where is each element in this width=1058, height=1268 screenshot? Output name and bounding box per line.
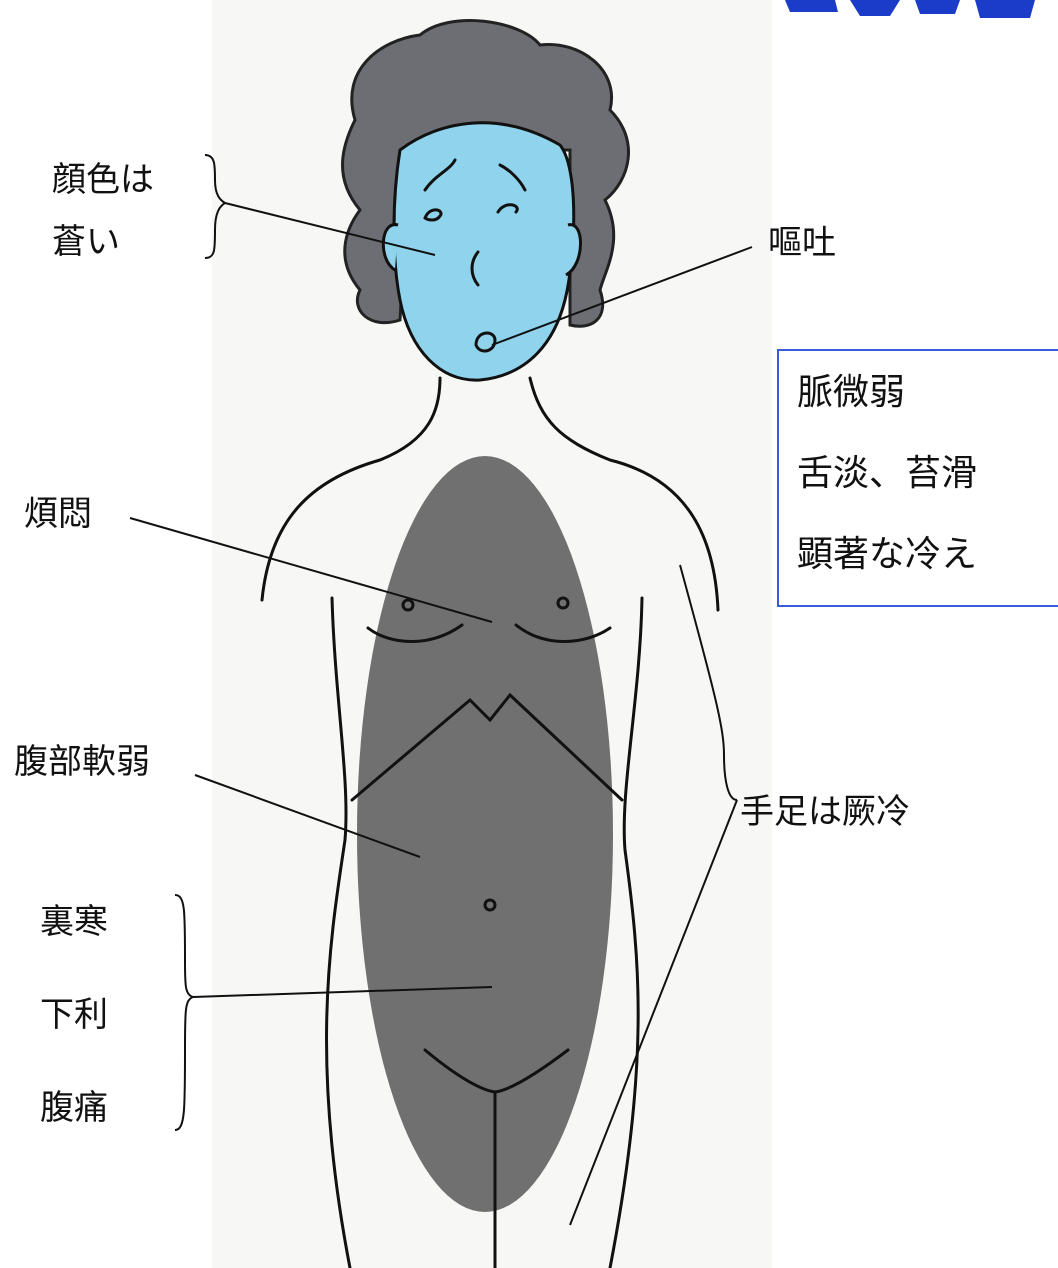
label-limbs-cold: 手足は厥冷 [740, 795, 910, 829]
label-abdominal-pain: 腹痛 [40, 1091, 108, 1125]
label-interior-cold: 裏寒 [40, 905, 108, 939]
symptom-tongue: 舌淡、苔滑 [797, 456, 977, 492]
symptom-cold: 顕著な冷え [797, 537, 977, 573]
label-diarrhea: 下利 [40, 998, 108, 1032]
label-restlessness: 煩悶 [24, 497, 92, 531]
symptom-pulse: 脈微弱 [797, 375, 905, 411]
symptom-box: 脈微弱 舌淡、苔滑 顕著な冷え [777, 349, 1058, 607]
label-abdomen-soft: 腹部軟弱 [14, 745, 150, 779]
title-fragment [785, 0, 1035, 18]
label-face-color-1: 顔色は [52, 163, 154, 197]
label-vomiting: 嘔吐 [768, 226, 836, 260]
torso-highlight [357, 456, 613, 1212]
label-face-color-2: 蒼い [52, 225, 120, 259]
